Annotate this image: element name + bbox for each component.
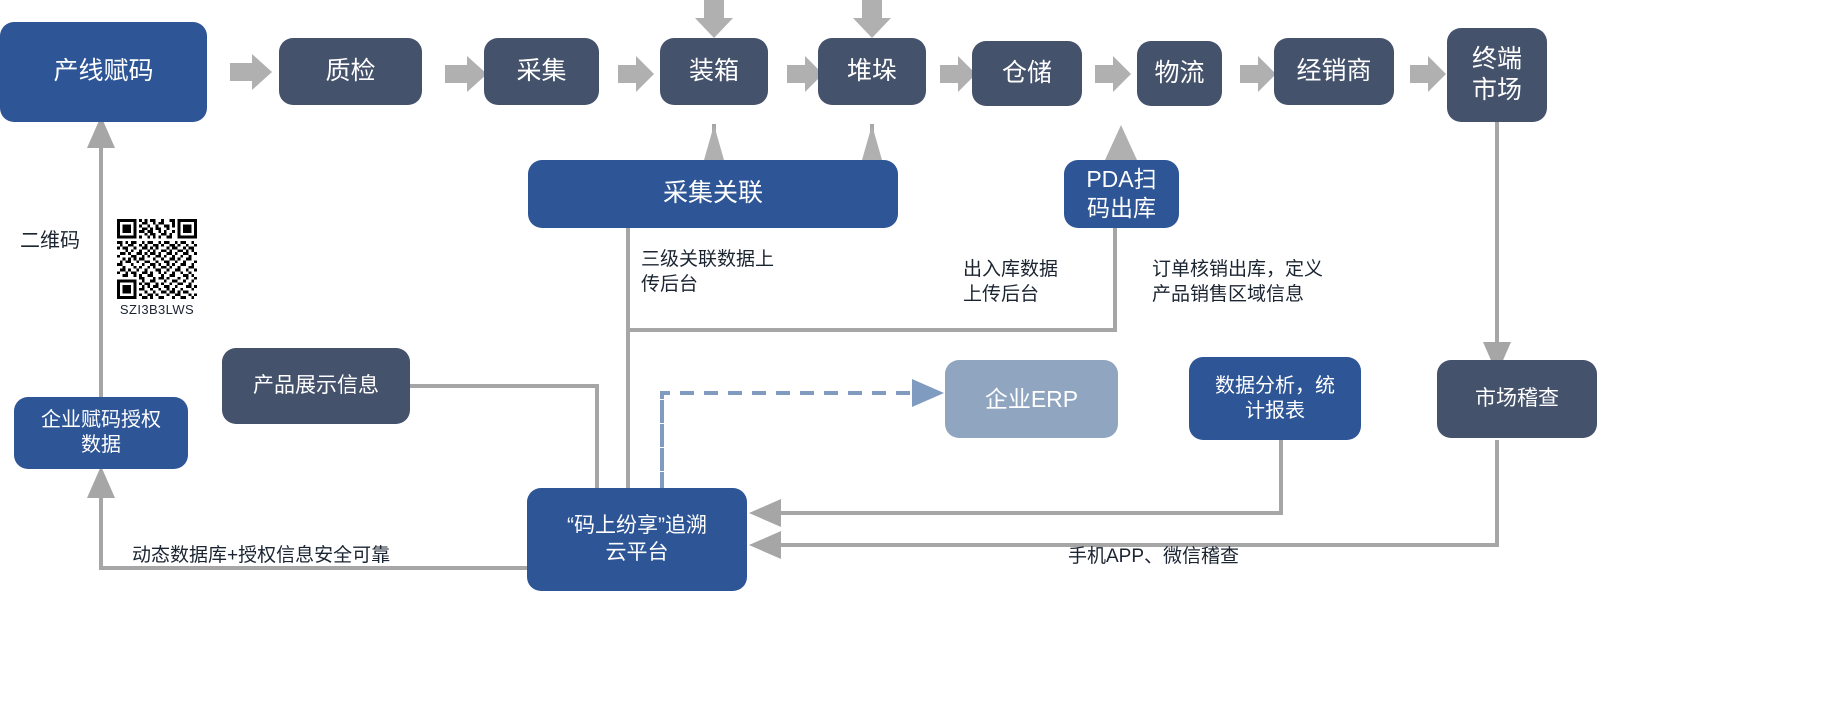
box-data-analytics-report[interactable]: 数据分析，统 计报表 bbox=[1189, 357, 1361, 440]
chain-node-end-market[interactable]: 终端 市场 bbox=[1447, 28, 1547, 122]
annotation-three-level-upload: 三级关联数据上 传后台 bbox=[641, 249, 775, 295]
annotation-dynamic-database: 动态数据库+授权信息安全可靠 bbox=[132, 545, 391, 566]
wire-audit-to-cloud bbox=[749, 440, 1499, 559]
wire-analytics-to-cloud bbox=[749, 440, 1283, 527]
upward-block-arrows bbox=[704, 125, 1137, 163]
annotation-inout-storage-upload: 出入库数据 上传后台 bbox=[963, 259, 1059, 305]
annotation-mobile-app-audit: 手机APP、微信稽查 bbox=[1068, 546, 1240, 567]
box-market-inspection[interactable]: 市场稽查 bbox=[1437, 360, 1597, 438]
chain-node-stacking[interactable]: 堆垛 bbox=[818, 38, 926, 105]
box-collection-link[interactable]: 采集关联 bbox=[528, 160, 898, 228]
chain-node-logistics[interactable]: 物流 bbox=[1137, 41, 1222, 106]
box-product-display-info[interactable]: 产品展示信息 bbox=[222, 348, 410, 424]
chain-node-packing[interactable]: 装箱 bbox=[660, 38, 768, 105]
qr-code-caption: SZI3B3LWS bbox=[119, 302, 195, 317]
label-qr-code-side: 二维码 bbox=[20, 230, 80, 252]
chain-node-production-coding[interactable]: 产线赋码 bbox=[0, 22, 207, 122]
annotation-order-writeoff: 订单核销出库，定义 产品销售区域信息 bbox=[1152, 259, 1324, 305]
chain-node-quality-check[interactable]: 质检 bbox=[279, 38, 422, 105]
box-enterprise-auth-data[interactable]: 企业赋码授权 数据 bbox=[14, 397, 188, 469]
box-pda-scan-outbound[interactable]: PDA扫 码出库 bbox=[1064, 160, 1179, 228]
chain-node-distributor[interactable]: 经销商 bbox=[1274, 38, 1394, 105]
chain-down-arrows bbox=[695, 0, 891, 38]
box-enterprise-erp[interactable]: 企业ERP bbox=[945, 360, 1118, 438]
box-cloud-trace-platform[interactable]: “码上纷享”追溯 云平台 bbox=[527, 488, 747, 591]
qr-code-graphic bbox=[117, 219, 197, 299]
chain-node-warehouse[interactable]: 仓储 bbox=[972, 41, 1082, 106]
chain-node-collection[interactable]: 采集 bbox=[484, 38, 599, 105]
qr-code-icon: SZI3B3LWS bbox=[113, 219, 201, 317]
